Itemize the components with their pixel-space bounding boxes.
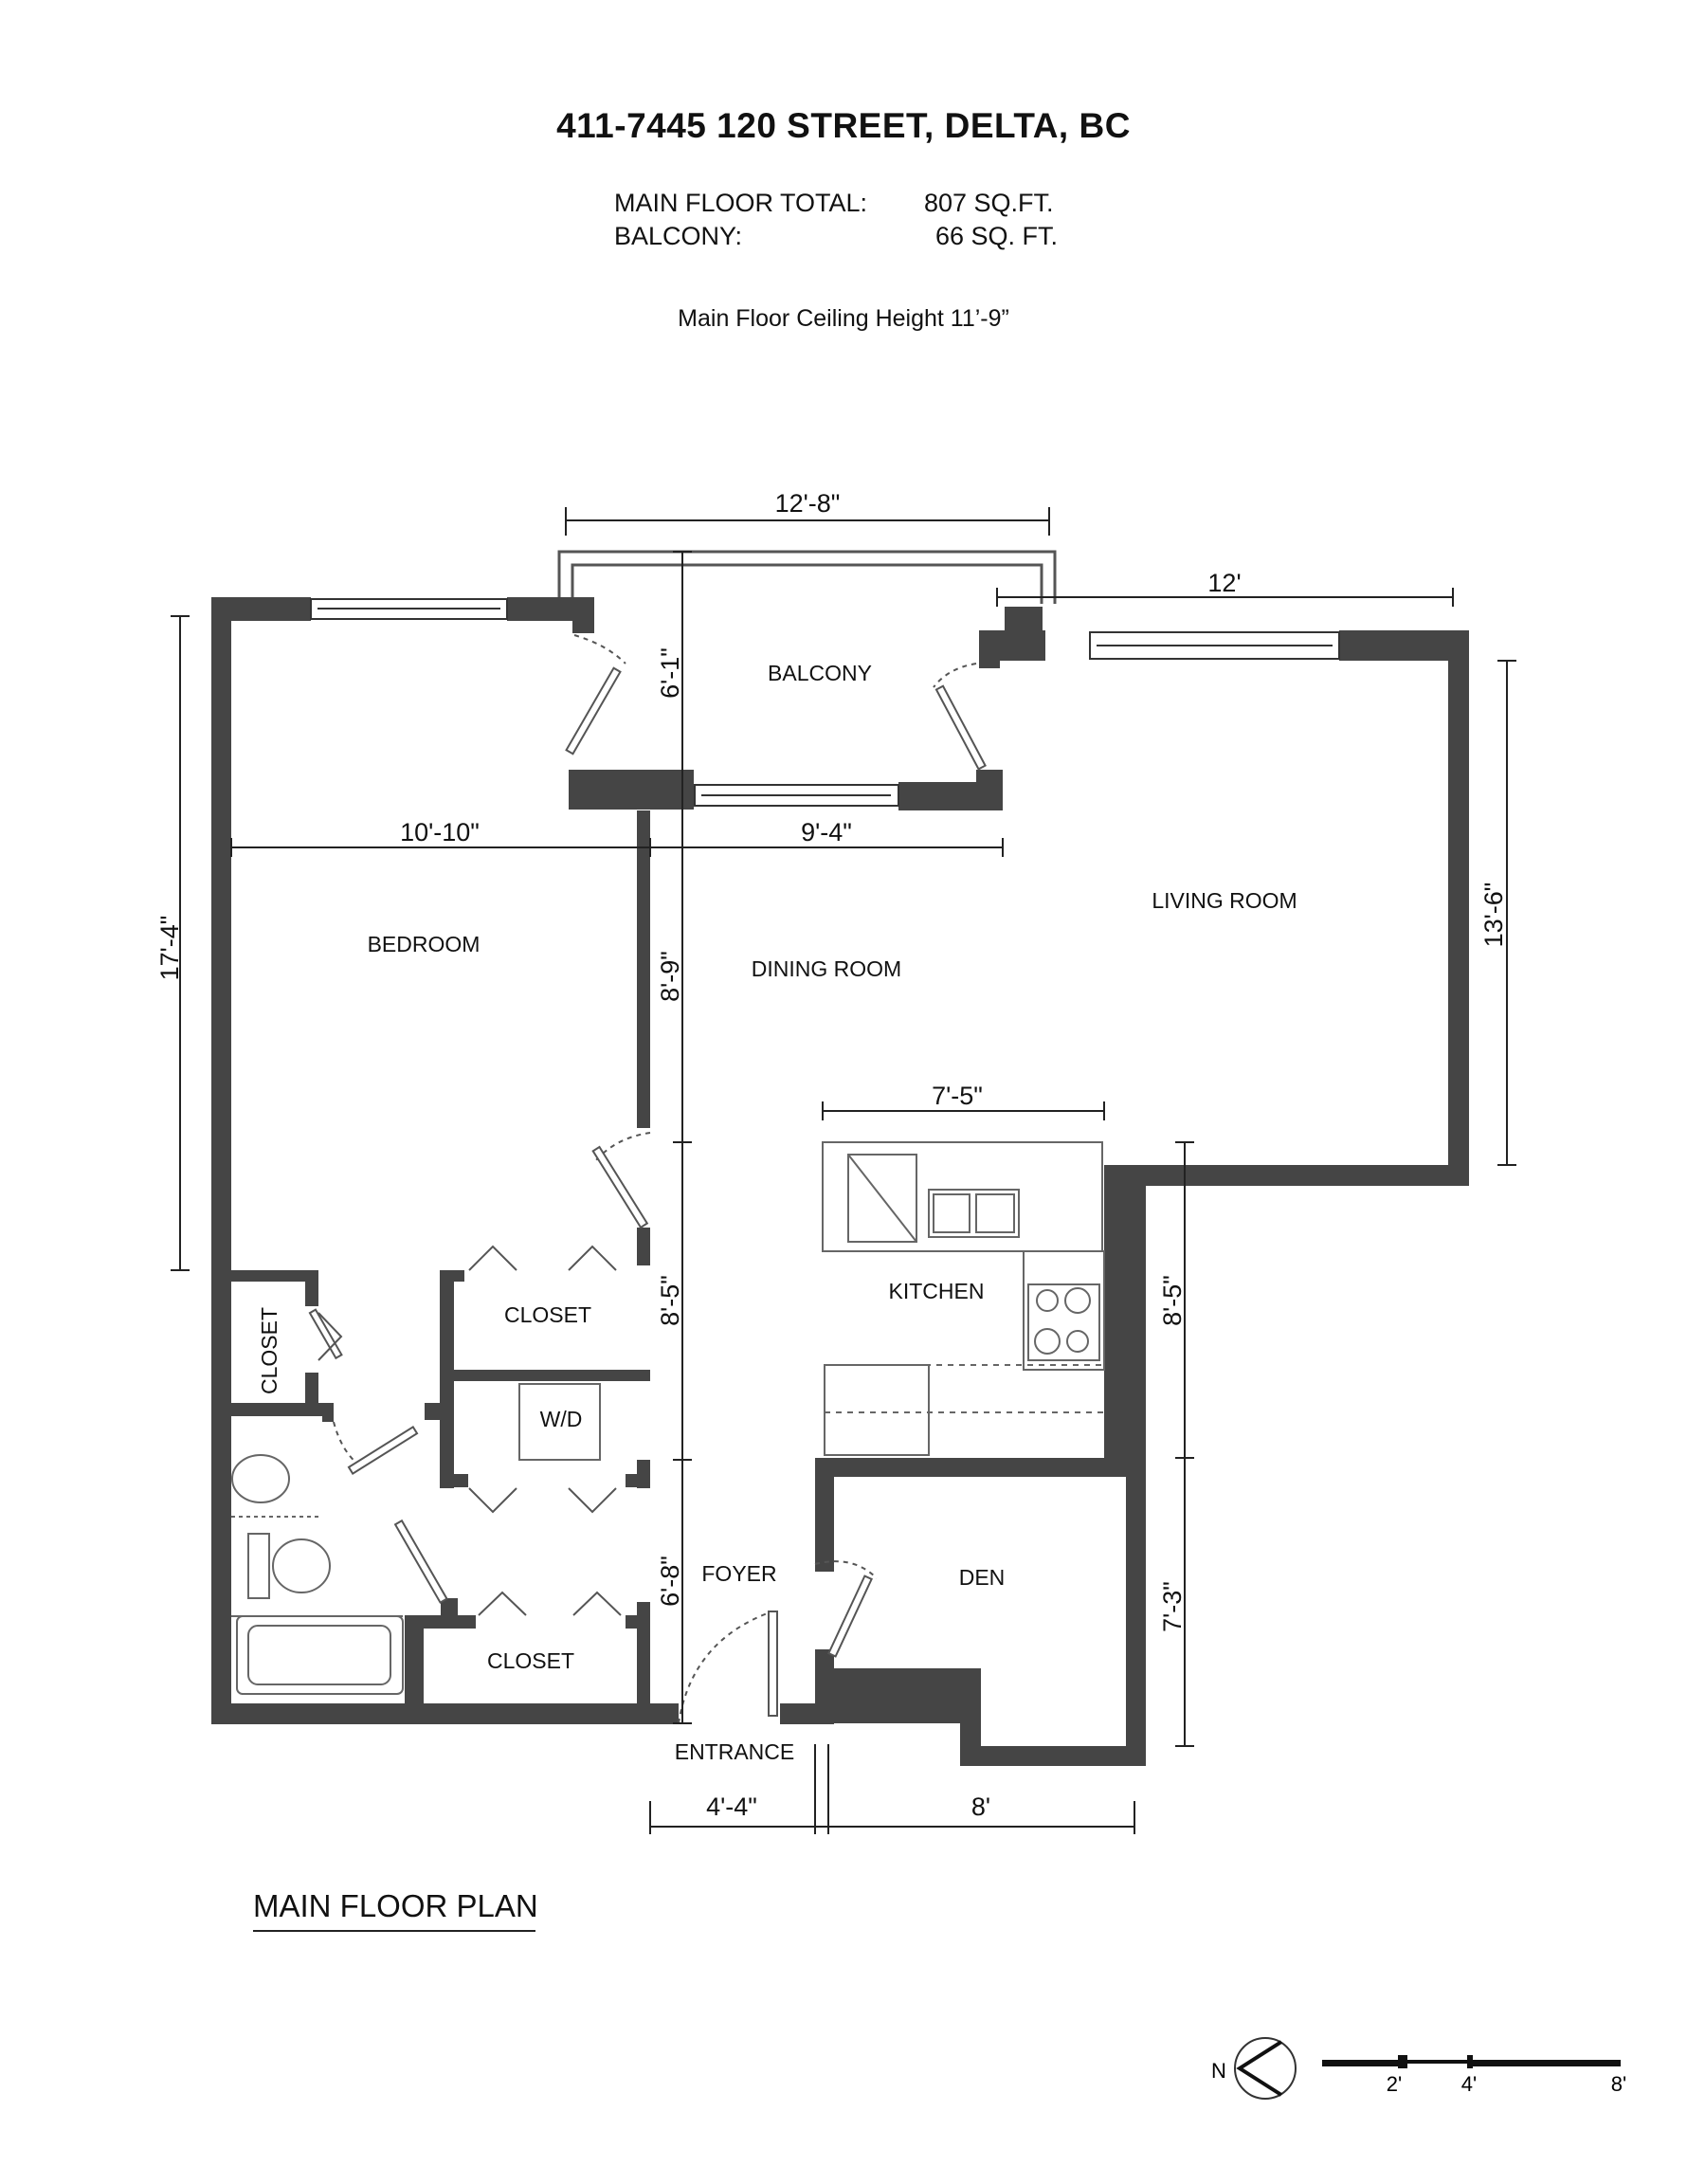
scale-label-4: 4' [1461, 2072, 1477, 2096]
balcony-railing [557, 550, 1057, 604]
room-label-balcony: BALCONY [768, 661, 872, 685]
room-label-bedroom: BEDROOM [368, 932, 481, 956]
dimension-balcony-width: 12'-8" [775, 489, 841, 518]
room-label-den: DEN [959, 1565, 1006, 1590]
room-label-closet-small: CLOSET [257, 1307, 281, 1394]
room-label-entrance: ENTRANCE [675, 1739, 795, 1764]
compass-north-label: N [1211, 2059, 1226, 2083]
walls [211, 597, 1469, 1766]
main-floor-total-label: MAIN FLOOR TOTAL: [614, 189, 868, 217]
dimension-den-width: 8' [971, 1793, 990, 1821]
main-floor-total-value: 807 SQ.FT. [924, 189, 1054, 217]
dimension-foyer-depth: 6'-8" [656, 1556, 684, 1607]
north-arrow-icon [1234, 2037, 1297, 2100]
dimension-kitchen-width: 7'-5" [932, 1082, 983, 1110]
fixtures [231, 1141, 1105, 1695]
dimension-bedroom-width: 10'-10" [400, 818, 480, 846]
room-label-washer-dryer: W/D [540, 1407, 583, 1431]
dimension-entrance-width: 4'-4" [706, 1793, 757, 1821]
room-label-closet-middle: CLOSET [504, 1302, 591, 1327]
dimension-bedroom-depth: 17'-4" [155, 916, 184, 981]
room-label-kitchen: KITCHEN [889, 1279, 985, 1303]
caption-underline [253, 1930, 535, 1932]
dimension-dining-width: 9'-4" [801, 818, 852, 846]
dimension-den-depth: 7'-3" [1158, 1581, 1187, 1632]
dimension-dining-depth: 8'-9" [656, 951, 684, 1002]
room-label-living-room: LIVING ROOM [1152, 888, 1297, 913]
room-label-closet-bottom: CLOSET [487, 1648, 574, 1673]
dimension-lines [171, 507, 1516, 1834]
balcony-area-label: BALCONY: [614, 222, 743, 250]
dimension-hall-depth: 8'-5" [656, 1275, 684, 1326]
scale-label-2: 2' [1387, 2072, 1402, 2096]
doors [308, 634, 987, 1724]
dimension-living-width: 12' [1207, 569, 1241, 597]
room-label-dining-room: DINING ROOM [752, 956, 901, 981]
balcony-area-value: 66 SQ. FT. [935, 222, 1059, 250]
scale-label-8: 8' [1611, 2072, 1626, 2096]
dimension-kitchen-depth: 8'-5" [1158, 1275, 1187, 1326]
room-label-foyer: FOYER [701, 1561, 776, 1586]
ceiling-height-note: Main Floor Ceiling Height 11’-9” [678, 305, 1009, 332]
scale-bar [1322, 2055, 1621, 2068]
windows [310, 598, 1340, 807]
plan-title: 411-7445 120 STREET, DELTA, BC [556, 106, 1131, 145]
main-floor-plan-caption: MAIN FLOOR PLAN [253, 1888, 538, 1923]
dimension-living-depth: 13'-6" [1479, 883, 1508, 948]
dimension-balcony-depth: 6'-1" [656, 647, 684, 699]
